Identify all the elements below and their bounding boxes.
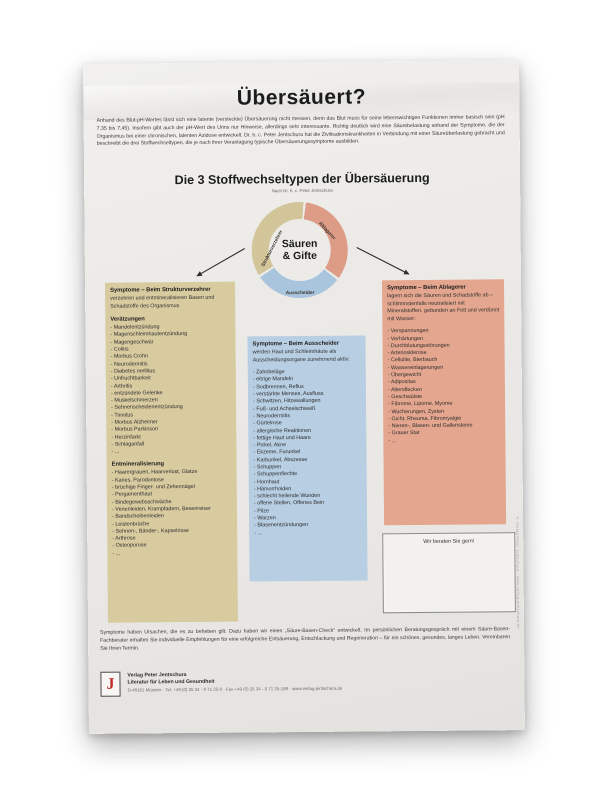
intro-paragraph: Anhand des Blut-pH-Wertes lässt sich ein… xyxy=(96,114,505,148)
symptom-group-heading: Verätzungen xyxy=(110,316,145,323)
metabolic-donut: Säuren & Gifte Strukturverzehrer Ablager… xyxy=(251,201,349,299)
arrow-to-strukturverzehrer xyxy=(196,248,245,277)
section-heading: Die 3 Stoffwechseltypen der Übersäuerung xyxy=(174,170,430,188)
symptom-item: ... xyxy=(111,448,231,456)
column-body: VerspannungenVerhärtungenDurchblutungsst… xyxy=(387,328,500,446)
footer: J Verlag Peter Jentschura Literatur für … xyxy=(100,670,342,697)
segment-label-ausscheider: Ausscheider xyxy=(285,290,315,297)
column-strukturverzehrer: Symptome – Beim Strukturverzehrer verzeh… xyxy=(104,281,238,623)
publisher-logo: J xyxy=(100,671,121,697)
column-header: Symptome – Beim Ausscheider xyxy=(252,340,340,348)
column-ablagerer: Symptome – Beim Ablagerer lagern sich di… xyxy=(381,279,507,526)
side-copyright: © Verlag Peter Jentschura · www.verlag-j… xyxy=(515,515,522,629)
symptom-item: ... xyxy=(112,549,232,557)
donut-center-line2: & Gifte xyxy=(282,249,318,263)
column-body: Zahnbelägeeitrige MandelnSodbrennen, Ref… xyxy=(253,369,362,538)
closing-paragraph: Symptome haben Ursachen, die es zu beheb… xyxy=(100,626,511,652)
column-header: Symptome – Beim Ablagerer xyxy=(387,284,466,292)
column-ausscheider: Symptome – Beim Ausscheider werden Haut … xyxy=(247,335,368,582)
column-header: Symptome – Beim Strukturverzehrer xyxy=(110,286,211,294)
arrow-to-ablagerer xyxy=(356,247,410,275)
advice-box-title: Wir beraten Sie gern! xyxy=(423,538,475,545)
section-subheading: Nach Dr. h. c. Peter Jentschura xyxy=(271,187,333,194)
logo-letter-j: J xyxy=(106,675,115,693)
column-intro: werden Haut und Schleimhäute als Aussche… xyxy=(252,348,350,364)
donut-center-line1: Säuren xyxy=(281,237,318,251)
symptom-group-heading: Entmineralisierung xyxy=(111,461,165,469)
symptom-item: ... xyxy=(388,437,500,445)
footer-text: Verlag Peter Jentschura Literatur für Le… xyxy=(127,670,342,693)
advice-box: Wir beraten Sie gern! xyxy=(382,532,516,614)
poster-page: Übersäuert? Anhand des Blut-pH-Wertes lä… xyxy=(83,60,525,734)
publisher-contact: D-48161 Münster · Tel. +49 (0) 25 34 - 9… xyxy=(127,685,343,693)
publisher-subtitle: Literatur für Leben und Gesundheit xyxy=(127,678,215,686)
column-body: VerätzungenMandelentzündungMagenschleimh… xyxy=(110,316,232,558)
symptom-item: ... xyxy=(254,529,362,537)
column-intro: lagern sich die Säuren und Schadstoffe a… xyxy=(387,292,500,322)
column-intro: verzehren und entmineralisieren Basen un… xyxy=(110,294,215,310)
page-title: Übersäuert? xyxy=(236,85,367,110)
